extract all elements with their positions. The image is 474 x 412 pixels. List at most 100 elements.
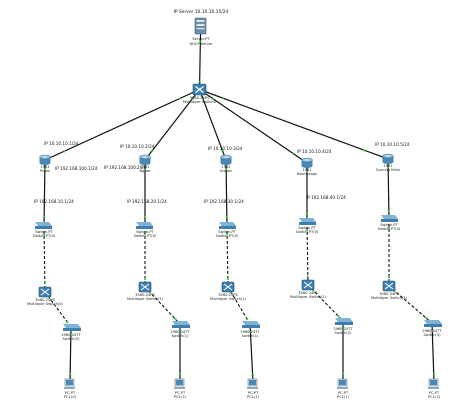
pc-sragen[interactable]: PC-PT PC1(1) bbox=[247, 378, 260, 399]
link-switch-multilayer-4-port-a bbox=[387, 227, 391, 230]
pc-gunung-kidul[interactable]: PC-PT PC1(3) bbox=[428, 378, 441, 399]
switch-pt-gunung-kidul[interactable]: Switch-PT Switch-PT(0) bbox=[378, 215, 401, 231]
link-switch-multilayer-3-port-a bbox=[305, 229, 309, 232]
link-multilayer-access-1-port-b bbox=[174, 317, 177, 321]
switch-name: Switch-PT(0) bbox=[33, 234, 56, 238]
link-access-pc-4-port-a bbox=[430, 330, 434, 333]
link-switch-multilayer-1-port-b bbox=[143, 277, 147, 280]
router-model: 1941 bbox=[140, 165, 149, 169]
multilayer-switch-gunung-kidul[interactable]: 3560-24PS Multilayer Switch(3) bbox=[371, 280, 408, 300]
switch-icon bbox=[172, 321, 190, 328]
multilayer-switch-sragen[interactable]: 3560-24PS Multilayer Switch(1) bbox=[210, 281, 247, 301]
access-name: Switch(2) bbox=[335, 331, 353, 335]
switch-pt-pusat[interactable]: Switch-PT Switch-PT(0) bbox=[33, 222, 56, 238]
access-model: 2960-24TT bbox=[422, 329, 442, 333]
access-name: Switch(1) bbox=[242, 334, 260, 338]
dhcp-server[interactable]: IP Server 10.10.10.15/24 Server-PT DHCP … bbox=[174, 9, 229, 46]
router-name: Sragen bbox=[220, 169, 233, 173]
link-access-pc-3-port-a bbox=[341, 328, 345, 331]
switch-name: Switch-PT(0) bbox=[134, 234, 157, 238]
multilayer-switch-kulonprogo[interactable]: 3560-24PS Multilayer Switch(2) bbox=[290, 279, 327, 299]
switch-pt-kulonprogo[interactable]: Switch-PT Switch-PT(0) bbox=[296, 218, 319, 234]
lan-ip-label: IP 192.168.30.1/24 bbox=[204, 199, 244, 204]
ml-name: Multilayer Switch(3) bbox=[371, 296, 408, 300]
router-ngawi[interactable]: 1941 Ngawi bbox=[139, 154, 151, 173]
pc-name: PC1(0) bbox=[64, 395, 77, 399]
pc-name: PC1(3) bbox=[428, 395, 441, 399]
branch-ngawi: IP 10.10.10.2/24 IP 192.168.100.2/24 194… bbox=[104, 144, 190, 399]
link-multilayer-access-1 bbox=[144, 286, 181, 325]
pc-icon bbox=[428, 378, 439, 389]
router-kulonprogo[interactable]: 1941 Kulonprogo bbox=[297, 157, 317, 176]
access-switch-pusat[interactable]: 2960-24TT Switch(0) bbox=[61, 324, 81, 341]
branch-gunung-kidul: IP 10.10.10.5/24 1941 Gunung Kidul Switc… bbox=[371, 142, 442, 399]
link-access-pc-1-port-a bbox=[178, 330, 182, 334]
switch-icon bbox=[335, 318, 353, 325]
links-layer bbox=[43, 33, 435, 383]
switch-name: Switch-PT(0) bbox=[378, 227, 401, 231]
access-switch-ngawi[interactable]: 2960-24TT Switch(1) bbox=[170, 321, 190, 338]
ml-name: Multilayer Switch(0) bbox=[27, 302, 64, 306]
pc-pusat[interactable]: PC-PT PC1(0) bbox=[64, 378, 77, 399]
router-pusat[interactable]: 1941 Pusat bbox=[39, 154, 51, 173]
link-core-router-3 bbox=[199, 89, 308, 164]
link-access-pc-2-port-b bbox=[251, 372, 255, 376]
pc-kulonprogo[interactable]: PC-PT PC1(1) bbox=[337, 378, 350, 399]
pc-name: PC1(1) bbox=[247, 395, 260, 399]
link-switch-multilayer-4-port-b bbox=[387, 275, 391, 278]
switch-model: Switch-PT bbox=[136, 230, 154, 234]
switch-pt-sragen[interactable]: Switch-PT Switch-PT(0) bbox=[216, 222, 239, 238]
link-core-router-0-port-a bbox=[178, 96, 182, 100]
branch-kulonprogo: IP 10.10.10.4/24 1941 Kulonprogo IP 192.… bbox=[290, 149, 353, 399]
access-switch-gunung-kidul[interactable]: 2960-24TT Switch(3) bbox=[422, 320, 442, 337]
link-server-core-port-b bbox=[198, 80, 202, 83]
multilayer-switch-pusat[interactable]: 3560-24PS Multilayer Switch(0) bbox=[27, 286, 64, 306]
switch-icon bbox=[35, 222, 52, 229]
link-switch-multilayer-0 bbox=[43, 225, 46, 293]
link-switch-multilayer-1-port-a bbox=[143, 233, 147, 236]
pc-icon bbox=[247, 378, 258, 389]
ml-name: Multilayer Switch(1) bbox=[127, 297, 164, 301]
pc-name: PC1(2) bbox=[174, 395, 187, 399]
lan-ip-label: IP 192.168.40.1/24 bbox=[306, 195, 346, 200]
link-router-switch-3-port-b bbox=[305, 212, 309, 215]
ml-model: 3560-24PS bbox=[35, 298, 55, 302]
link-router-switch-0-port-a bbox=[43, 167, 47, 171]
link-access-pc-0-port-a bbox=[69, 333, 73, 336]
multilayer-switch-ngawi[interactable]: 3560-24PS Multilayer Switch(1) bbox=[127, 281, 164, 301]
link-core-router-1-port-a bbox=[191, 97, 195, 100]
branch-pusat: IP 10.10.10.1/24 IP 192.168.100.1/24 194… bbox=[27, 141, 98, 399]
link-access-pc-4 bbox=[431, 322, 435, 383]
access-switch-sragen[interactable]: 2960-24TT Switch(1) bbox=[240, 321, 260, 338]
link-core-router-4 bbox=[199, 88, 389, 160]
link-access-pc-2 bbox=[249, 323, 254, 383]
router-name: Kulonprogo bbox=[297, 172, 317, 176]
switch-name: Switch-PT(0) bbox=[216, 234, 239, 238]
link-core-router-4-port-a bbox=[221, 96, 225, 100]
link-router-switch-1-port-a bbox=[143, 167, 147, 171]
access-switch-kulonprogo[interactable]: 2960-24TT Switch(2) bbox=[333, 318, 353, 335]
link-access-pc-0 bbox=[69, 326, 72, 383]
router-gunung-kidul[interactable]: 1941 Gunung Kidul bbox=[376, 153, 400, 172]
switch-model: Switch-PT bbox=[218, 230, 236, 234]
core-model: 3560-24PS bbox=[190, 96, 210, 100]
server-ip-label: IP Server 10.10.10.15/24 bbox=[174, 9, 229, 15]
link-router-switch-2 bbox=[225, 159, 228, 227]
wan-ip-label: IP 10.10.10.3/24 bbox=[208, 146, 243, 151]
router-sragen[interactable]: 1941 Sragen bbox=[220, 154, 233, 173]
link-server-core-port-a bbox=[198, 40, 202, 43]
core-multilayer-switch[interactable]: 3560-24PS Multilayer Switch0 bbox=[183, 83, 217, 104]
switch-pt-ngawi[interactable]: Switch-PT Switch-PT(0) bbox=[134, 222, 157, 238]
vlan-ip-label: IP 192.168.20.1/24 bbox=[127, 199, 167, 204]
ml-model: 3560-24PS bbox=[379, 292, 399, 296]
wan-ip-label: IP 10.10.10.4/24 bbox=[297, 149, 332, 154]
switch-icon bbox=[219, 222, 236, 229]
link-switch-multilayer-2 bbox=[226, 225, 229, 288]
ml-name: Multilayer Switch(2) bbox=[290, 295, 327, 299]
pc-model: PC-PT bbox=[429, 391, 440, 395]
link-router-switch-4 bbox=[387, 158, 390, 220]
link-access-pc-1-port-b bbox=[178, 372, 182, 376]
link-core-router-2-port-b bbox=[221, 149, 225, 153]
pc-ngawi[interactable]: PC-PT PC1(2) bbox=[174, 378, 187, 399]
